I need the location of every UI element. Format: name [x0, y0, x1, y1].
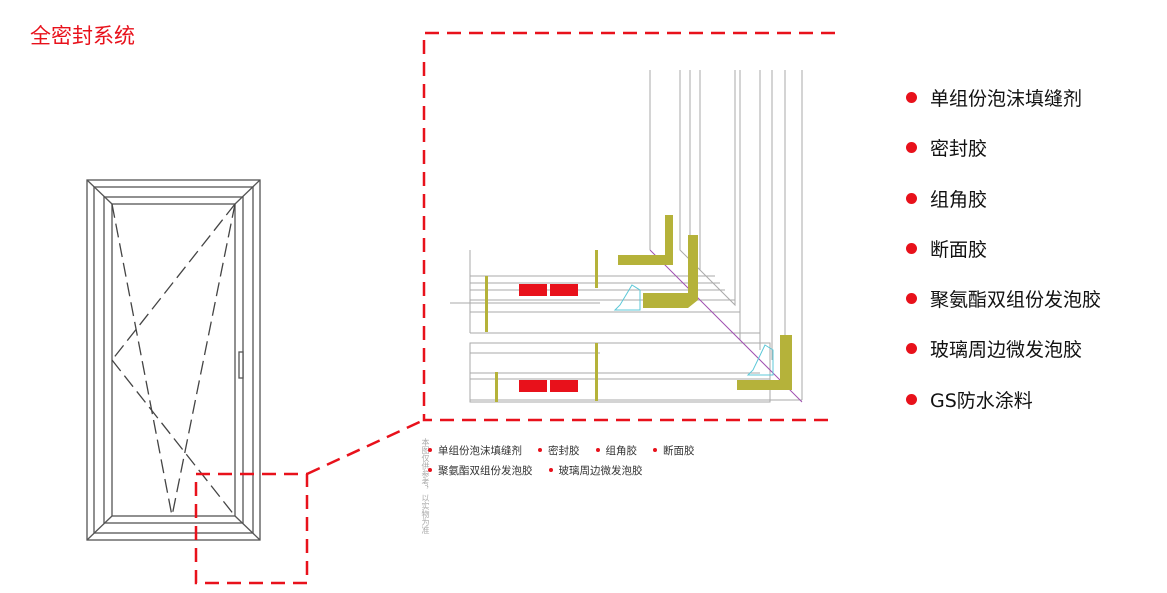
detail-legend-item: 聚氨酯双组份发泡胶: [438, 464, 533, 477]
legend-item: 聚氨酯双组份发泡胶: [906, 285, 1101, 335]
bullet-icon: [906, 92, 917, 103]
disclaimer-note: 本图仅供参考，以实物为准: [421, 438, 430, 534]
detail-legend: 单组份泡沫填缝剂 密封胶 组角胶 断面胶 聚氨酯双组份发泡胶 玻璃周边微发泡胶: [428, 440, 711, 480]
legend: 单组份泡沫填缝剂 密封胶 组角胶 断面胶 聚氨酯双组份发泡胶 玻璃周边微发泡胶 …: [906, 84, 1101, 436]
detail-legend-item: 单组份泡沫填缝剂: [438, 444, 522, 457]
section-detail: [450, 70, 803, 403]
legend-item: GS防水涂料: [906, 386, 1101, 436]
legend-item: 玻璃周边微发泡胶: [906, 335, 1101, 385]
legend-item: 密封胶: [906, 134, 1101, 184]
callout-dashes: [194, 31, 835, 585]
page-title: 全密封系统: [30, 24, 135, 48]
detail-legend-item: 密封胶: [548, 444, 580, 457]
bullet-icon: [906, 343, 917, 355]
bullet-icon: [906, 142, 917, 154]
detail-legend-item: 玻璃周边微发泡胶: [558, 464, 643, 477]
sealant-red: [519, 284, 578, 392]
legend-item: 断面胶: [906, 235, 1101, 285]
detail-legend-item: 断面胶: [663, 444, 695, 457]
legend-item: 单组份泡沫填缝剂: [906, 84, 1101, 134]
door-drawing: [86, 179, 261, 541]
bullet-icon: [906, 293, 917, 305]
seal-profiles: [485, 215, 792, 402]
bullet-icon: [906, 242, 917, 254]
bullet-icon: [906, 393, 917, 405]
legend-item: 组角胶: [906, 185, 1101, 235]
bullet-icon: [906, 192, 917, 204]
detail-legend-item: 组角胶: [605, 444, 638, 457]
corner-brackets: [613, 284, 774, 376]
